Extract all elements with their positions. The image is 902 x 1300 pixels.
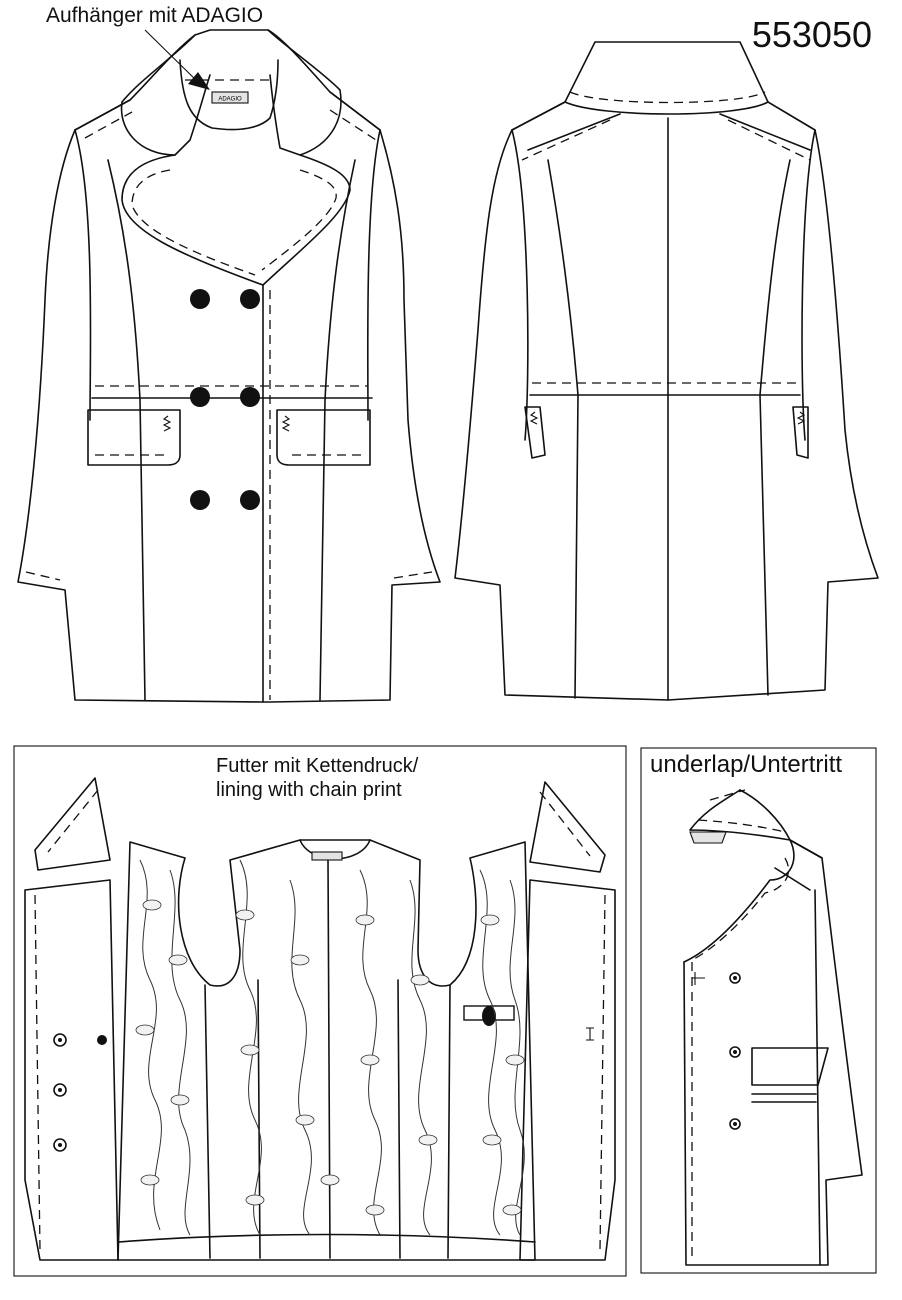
lining-label-line-2: lining with chain print [216,779,402,801]
coat-front-view: ADAGIO [17,29,441,703]
front-button [190,490,210,510]
front-body-outline [17,29,441,703]
front-button [190,289,210,309]
article-number: 553050 [751,14,872,55]
underlap-label: underlap/Untertritt [650,751,843,778]
coat-back-view [454,41,879,701]
front-collar [120,29,342,156]
front-pocket-right [276,409,371,466]
front-button [240,387,260,407]
hanger-tag-text: ADAGIO [218,97,242,103]
front-button [190,387,210,407]
chain-print-pattern [135,859,525,1236]
back-body-outline [454,41,879,701]
lining-frame [13,745,627,1277]
underlap-panel [640,747,877,1274]
front-button [240,490,260,510]
front-button [240,289,260,309]
lining-label: Futter mit Kettendruck/ lining with chai… [216,754,418,802]
hanger-callout-label: Aufhänger mit ADAGIO [46,4,264,27]
lining-panel [13,745,627,1277]
hanger-callout-arrow [144,29,210,90]
lining-body [117,839,536,1261]
inner-pocket [463,1005,515,1026]
underlap-frame [640,747,877,1274]
front-pocket-left [87,409,181,466]
lining-label-line-1: Futter mit Kettendruck/ [216,755,419,777]
front-neckline [179,59,279,131]
front-lapel-left [121,154,264,286]
hanger-tag: ADAGIO [185,79,275,104]
